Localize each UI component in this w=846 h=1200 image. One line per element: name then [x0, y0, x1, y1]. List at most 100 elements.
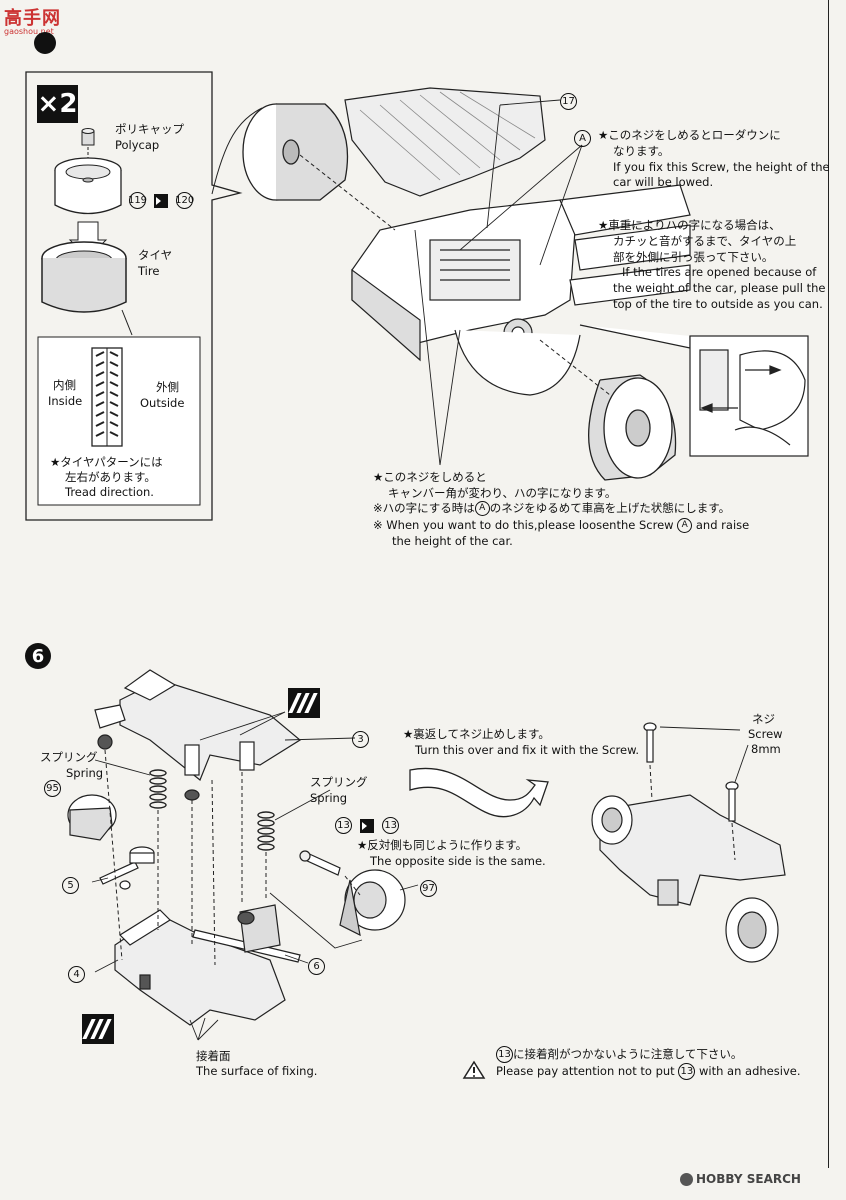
wheel-97-drawing: [299, 850, 406, 937]
inset-box-outline: [25, 71, 243, 521]
spring-right-en: Spring: [310, 791, 348, 805]
part-6-wrap: 6: [308, 956, 325, 975]
wheel-rim-drawing: [54, 157, 122, 215]
suspension-upper-drawing: [94, 669, 302, 801]
shaft-5-drawing: [99, 846, 155, 890]
inside-label-jp: 内側: [53, 378, 76, 392]
page-border: [828, 0, 829, 1168]
screw-label-en: Screw: [748, 727, 783, 741]
label-a-badge: A: [574, 130, 591, 147]
weight-note-en-1: If the tires are opened because of: [622, 265, 817, 279]
camber-a-badge-jp: A: [474, 501, 490, 516]
caution-part-13-en: 13: [678, 1063, 696, 1080]
screw-drawings: [643, 722, 739, 822]
part-17-badge: 17: [560, 93, 577, 110]
part-17-badge-wrap: 17: [560, 91, 577, 110]
part-3-badge: 3: [352, 731, 369, 748]
tread-note-jp-2: 左右があります。: [65, 470, 156, 484]
wheel-right-drawing: [587, 374, 677, 481]
wheel-95-drawing: [67, 794, 117, 841]
outside-label-en: Outside: [140, 396, 185, 410]
caution-en-a: Please pay attention not to put: [496, 1064, 675, 1078]
outside-label-jp: 外側: [156, 380, 179, 394]
camber-note-en-1a: ※ When you want to do this,please loosen…: [373, 518, 674, 532]
part-3-wrap: 3: [352, 729, 369, 748]
spring-left-drawing: [149, 769, 167, 809]
part-4-badge: 4: [68, 966, 85, 983]
tire-label-jp: タイヤ: [138, 248, 173, 262]
tread-note-jp-1: ★タイヤパターンには: [50, 455, 163, 469]
assembled-suspension-drawing: [591, 794, 786, 963]
part-5-badge: 5: [62, 877, 79, 894]
step5-number-partial: [34, 32, 56, 54]
wheel-left-drawing: [242, 103, 349, 201]
camber-note-en-1: ※ When you want to do this,please loosen…: [373, 518, 749, 533]
site-watermark: 高手网 gaoshou.net: [4, 4, 61, 36]
footer-brand: HOBBY SEARCH: [680, 1172, 801, 1186]
part-95-wrap: 95: [44, 778, 61, 797]
label-a-badge-wrap: A: [574, 128, 591, 147]
caution-en-b: with an adhesive.: [699, 1064, 801, 1078]
opposite-note-jp: ★反対側も同じように作ります。: [357, 838, 528, 852]
camber-a-badge-en: A: [677, 518, 693, 533]
spring-left-jp: スプリング: [40, 750, 98, 764]
spring-right-jp: スプリング: [310, 775, 368, 789]
inset-leader: [211, 107, 263, 195]
inside-label-en: Inside: [48, 394, 83, 408]
fix-surface-en: The surface of fixing.: [196, 1064, 318, 1078]
footer-brand-text: HOBBY SEARCH: [696, 1172, 801, 1186]
quantity-x2-badge: ×2: [37, 85, 78, 123]
camber-note-jp-1: ★このネジをしめると: [373, 470, 487, 484]
part-5-wrap: 5: [62, 875, 79, 894]
screw-size: 8mm: [751, 742, 781, 756]
tread-note-en: Tread direction.: [65, 485, 154, 499]
tire-drawing: [41, 241, 127, 313]
weight-note-en-2: the weight of the car, please pull the: [613, 281, 826, 295]
part-4-wrap: 4: [68, 964, 85, 983]
part-6-badge: 6: [308, 958, 325, 975]
tire-pull-inset: [579, 324, 809, 457]
camber-note-en-2: the height of the car.: [392, 534, 513, 548]
camber-note-en-1b: and raise: [695, 518, 750, 532]
spring-left-en: Spring: [66, 766, 104, 780]
step6-number: 6: [25, 643, 51, 669]
weight-note-jp-1: ★車重によりハの字になる場合は、: [598, 218, 781, 232]
part-97-wrap: 97: [420, 878, 437, 897]
opposite-note-en: The opposite side is the same.: [370, 854, 546, 868]
tire-label-en: Tire: [138, 264, 160, 278]
lowdown-note-jp-1: ★このネジをしめるとローダウンに: [598, 128, 781, 142]
x2-label: ×2: [37, 89, 78, 119]
weight-note-jp-2: カチッと音がするまで、タイヤの上: [613, 234, 797, 248]
lowdown-note-jp-2: なります。: [613, 144, 670, 158]
weight-note-jp-3: 部を外側に引っ張って下さい。: [613, 250, 774, 264]
caution-triangle-icon: [462, 1060, 486, 1079]
camber-note-jp-3a: ※ハの字にする時は: [373, 501, 475, 515]
caution-note-en: Please pay attention not to put 13 with …: [496, 1063, 800, 1080]
lowdown-note-en-1: If you fix this Screw, the height of the: [613, 160, 830, 174]
pair-icon-step6: [360, 818, 375, 833]
part-95-badge: 95: [44, 780, 61, 797]
cement-icon: [288, 688, 320, 718]
hobby-search-icon: [680, 1173, 693, 1186]
chassis-top-drawing: [344, 87, 691, 396]
fix-surface-jp: 接着面: [196, 1049, 231, 1063]
arm-6-drawing: [192, 904, 301, 963]
watermark-cn: 高手网: [4, 8, 61, 29]
turnover-note-en: Turn this over and fix it with the Screw…: [415, 743, 640, 757]
part-120-badge: 120: [175, 192, 194, 209]
caution-part-13-jp: 13: [496, 1046, 513, 1063]
pair-icon: [154, 193, 169, 208]
part-pair-13-13: 13 13: [335, 815, 400, 834]
part-13a-badge: 13: [335, 817, 352, 834]
camber-note-jp-3b: のネジをゆるめて車高を上げた状態にします。: [489, 501, 731, 515]
part-119-badge: 119: [128, 192, 147, 209]
part-13b-badge: 13: [382, 817, 400, 834]
lowdown-note-en-2: car will be lowed.: [613, 175, 714, 189]
part-pair-119-120: 119 120: [128, 190, 194, 209]
polycap-label-en: Polycap: [115, 138, 160, 152]
tread-pattern-drawing: [91, 347, 123, 447]
cement-icon-lower: [82, 1014, 114, 1044]
